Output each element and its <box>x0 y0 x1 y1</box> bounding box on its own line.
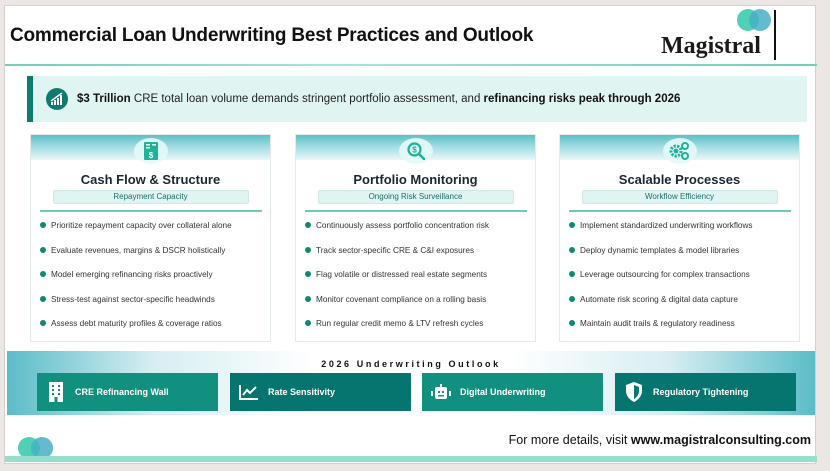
card-header <box>560 135 799 164</box>
card-divider <box>39 210 262 212</box>
card-portfolio-monitoring: $ Portfolio Monitoring Ongoing Risk Surv… <box>295 134 536 342</box>
card-title: Scalable Processes <box>618 172 741 187</box>
key-stat-banner: $3 Trillion CRE total loan volume demand… <box>27 76 807 122</box>
line-chart-icon <box>236 384 262 400</box>
list-item: Maintain audit trails & regulatory readi… <box>568 317 799 342</box>
card-divider <box>304 210 527 212</box>
card-header: $ <box>296 135 535 164</box>
list-item: Leverage outsourcing for complex transac… <box>568 268 799 293</box>
outlook-item-cre-refinancing: CRE Refinancing Wall <box>37 373 218 411</box>
magistral-logo: Magistral <box>661 8 781 64</box>
outlook-item-label: Regulatory Tightening <box>653 387 749 397</box>
bullet-list: Implement standardized underwriting work… <box>560 219 799 342</box>
card-scalable-processes: Scalable Processes Workflow Efficiency I… <box>559 134 800 342</box>
card-subtitle: Repayment Capacity <box>52 190 249 204</box>
bullet-list: Prioritize repayment capacity over colla… <box>31 219 270 342</box>
dollar-magnifier-icon: $ <box>398 138 433 164</box>
card-divider <box>568 210 791 212</box>
outlook-section: 2026 Underwriting Outlook CRE Refinancin… <box>7 351 815 415</box>
outlook-item-rate-sensitivity: Rate Sensitivity <box>230 373 411 411</box>
growth-chart-icon <box>46 88 68 110</box>
card-cash-flow: $ Cash Flow & Structure Repayment Capaci… <box>30 134 271 342</box>
list-item: Evaluate revenues, margins & DSCR holist… <box>39 244 270 269</box>
list-item: Deploy dynamic templates & model librari… <box>568 244 799 269</box>
list-item: Prioritize repayment capacity over colla… <box>39 219 270 244</box>
outlook-item-regulatory-tightening: Regulatory Tightening <box>615 373 796 411</box>
logo-wordmark: Magistral <box>661 33 761 59</box>
footer-prefix: For more details, visit <box>508 433 631 447</box>
footer-link[interactable]: www.magistralconsulting.com <box>630 433 811 447</box>
building-icon <box>43 382 69 402</box>
card-title: Cash Flow & Structure <box>80 172 221 187</box>
dollar-document-icon: $ <box>133 138 168 164</box>
card-subtitle: Workflow Efficiency <box>581 190 778 204</box>
banner-highlight-volume: $3 Trillion <box>77 93 131 105</box>
list-item: Implement standardized underwriting work… <box>568 219 799 244</box>
outlook-title: 2026 Underwriting Outlook <box>321 359 501 369</box>
logo-circle-icon <box>749 9 771 31</box>
logo-divider <box>774 10 776 60</box>
list-item: Assess debt maturity profiles & coverage… <box>39 317 270 342</box>
list-item: Stress-test against sector-specific head… <box>39 293 270 318</box>
list-item: Model emerging refinancing risks proacti… <box>39 268 270 293</box>
card-header: $ <box>31 135 270 164</box>
shield-icon <box>621 382 647 402</box>
list-item: Continuously assess portfolio concentrat… <box>304 219 535 244</box>
list-item: Automate risk scoring & digital data cap… <box>568 293 799 318</box>
list-item: Run regular credit memo & LTV refresh cy… <box>304 317 535 342</box>
logo-circle-icon <box>31 437 53 459</box>
banner-highlight-refinancing: refinancing risks peak through 2026 <box>483 93 681 105</box>
header-divider <box>5 64 817 66</box>
card-title: Portfolio Monitoring <box>353 172 478 187</box>
footer-text: For more details, visit www.magistralcon… <box>509 433 811 447</box>
list-item: Flag volatile or distressed real estate … <box>304 268 535 293</box>
card-subtitle: Ongoing Risk Surveillance <box>317 190 514 204</box>
robot-icon <box>428 384 454 400</box>
outlook-item-digital-underwriting: Digital Underwriting <box>422 373 603 411</box>
svg-text:$: $ <box>412 146 417 155</box>
slide: Commercial Loan Underwriting Best Practi… <box>4 5 817 464</box>
footer-bar <box>5 456 817 462</box>
list-item: Track sector-specific CRE & C&I exposure… <box>304 244 535 269</box>
list-item: Monitor covenant compliance on a rolling… <box>304 293 535 318</box>
outlook-item-label: Rate Sensitivity <box>268 387 336 397</box>
bullet-list: Continuously assess portfolio concentrat… <box>296 219 535 342</box>
outlook-item-label: CRE Refinancing Wall <box>75 387 169 397</box>
banner-body: CRE total loan volume demands stringent … <box>130 93 484 105</box>
footer-logo <box>18 437 58 461</box>
svg-text:$: $ <box>148 151 153 160</box>
gears-icon <box>662 138 697 164</box>
page-title: Commercial Loan Underwriting Best Practi… <box>10 25 534 46</box>
banner-text: $3 Trillion CRE total loan volume demand… <box>77 93 680 105</box>
outlook-item-label: Digital Underwriting <box>460 387 546 397</box>
